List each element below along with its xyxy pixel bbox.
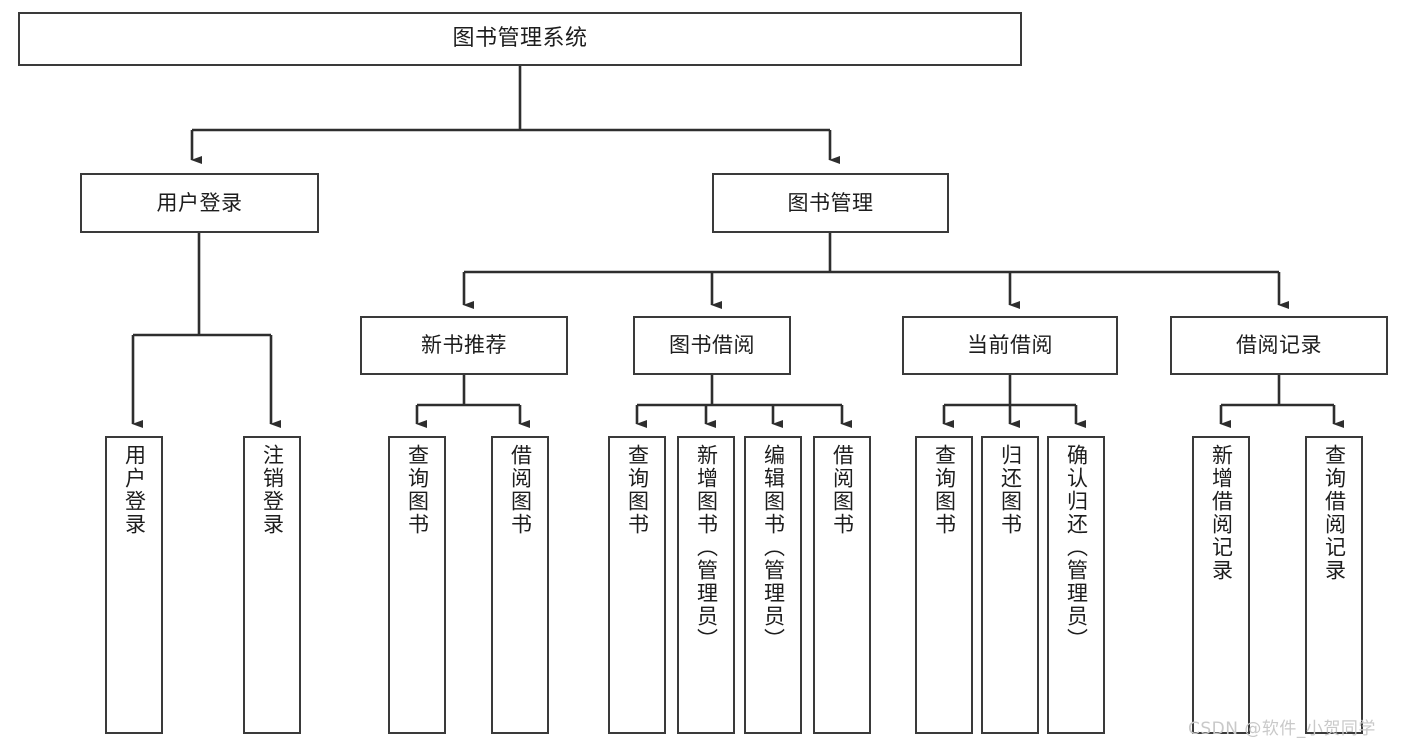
node-leaf-query-book-2[interactable]: 查询图书 (608, 436, 666, 734)
node-label: 查询图书 (932, 444, 957, 536)
node-label: 图书借阅 (669, 333, 755, 358)
node-leaf-return-book[interactable]: 归还图书 (981, 436, 1039, 734)
node-label: 查询借阅记录 (1322, 444, 1347, 582)
node-leaf-query-book-3[interactable]: 查询图书 (915, 436, 973, 734)
node-book-manage[interactable]: 图书管理 (712, 173, 949, 233)
node-leaf-add-record[interactable]: 新增借阅记录 (1192, 436, 1250, 734)
node-leaf-query-record[interactable]: 查询借阅记录 (1305, 436, 1363, 734)
node-label: 用户登录 (156, 190, 243, 215)
watermark-text: CSDN @软件_小贺同学 (1188, 719, 1376, 739)
node-label: 确认归还（管理员） (1064, 444, 1089, 651)
node-new-book-recommend[interactable]: 新书推荐 (360, 316, 568, 375)
node-label: 编辑图书（管理员） (761, 444, 786, 651)
node-leaf-confirm-return[interactable]: 确认归还（管理员） (1047, 436, 1105, 734)
node-leaf-logout-login[interactable]: 注销登录 (243, 436, 301, 734)
node-label: 注销登录 (260, 444, 285, 536)
node-label: 借阅图书 (508, 444, 533, 536)
node-label: 新书推荐 (421, 333, 507, 358)
node-label: 新增图书（管理员） (694, 444, 719, 651)
node-label: 归还图书 (998, 444, 1023, 536)
node-leaf-add-book[interactable]: 新增图书（管理员） (677, 436, 735, 734)
node-label: 图书管理 (787, 190, 874, 215)
node-label: 新增借阅记录 (1209, 444, 1234, 582)
node-user-login[interactable]: 用户登录 (80, 173, 319, 233)
node-leaf-borrow-book-2[interactable]: 借阅图书 (813, 436, 871, 734)
node-label: 用户登录 (122, 444, 147, 536)
node-leaf-user-login[interactable]: 用户登录 (105, 436, 163, 734)
node-borrow-record[interactable]: 借阅记录 (1170, 316, 1388, 375)
node-label: 借阅记录 (1236, 333, 1322, 358)
node-leaf-query-book-1[interactable]: 查询图书 (388, 436, 446, 734)
node-leaf-borrow-book-1[interactable]: 借阅图书 (491, 436, 549, 734)
node-label: 图书管理系统 (452, 26, 588, 52)
node-label: 借阅图书 (830, 444, 855, 536)
node-leaf-edit-book[interactable]: 编辑图书（管理员） (744, 436, 802, 734)
node-root-system[interactable]: 图书管理系统 (18, 12, 1022, 66)
node-label: 查询图书 (625, 444, 650, 536)
node-label: 当前借阅 (967, 333, 1053, 358)
node-current-borrow[interactable]: 当前借阅 (902, 316, 1118, 375)
node-book-borrow[interactable]: 图书借阅 (633, 316, 791, 375)
node-label: 查询图书 (405, 444, 430, 536)
